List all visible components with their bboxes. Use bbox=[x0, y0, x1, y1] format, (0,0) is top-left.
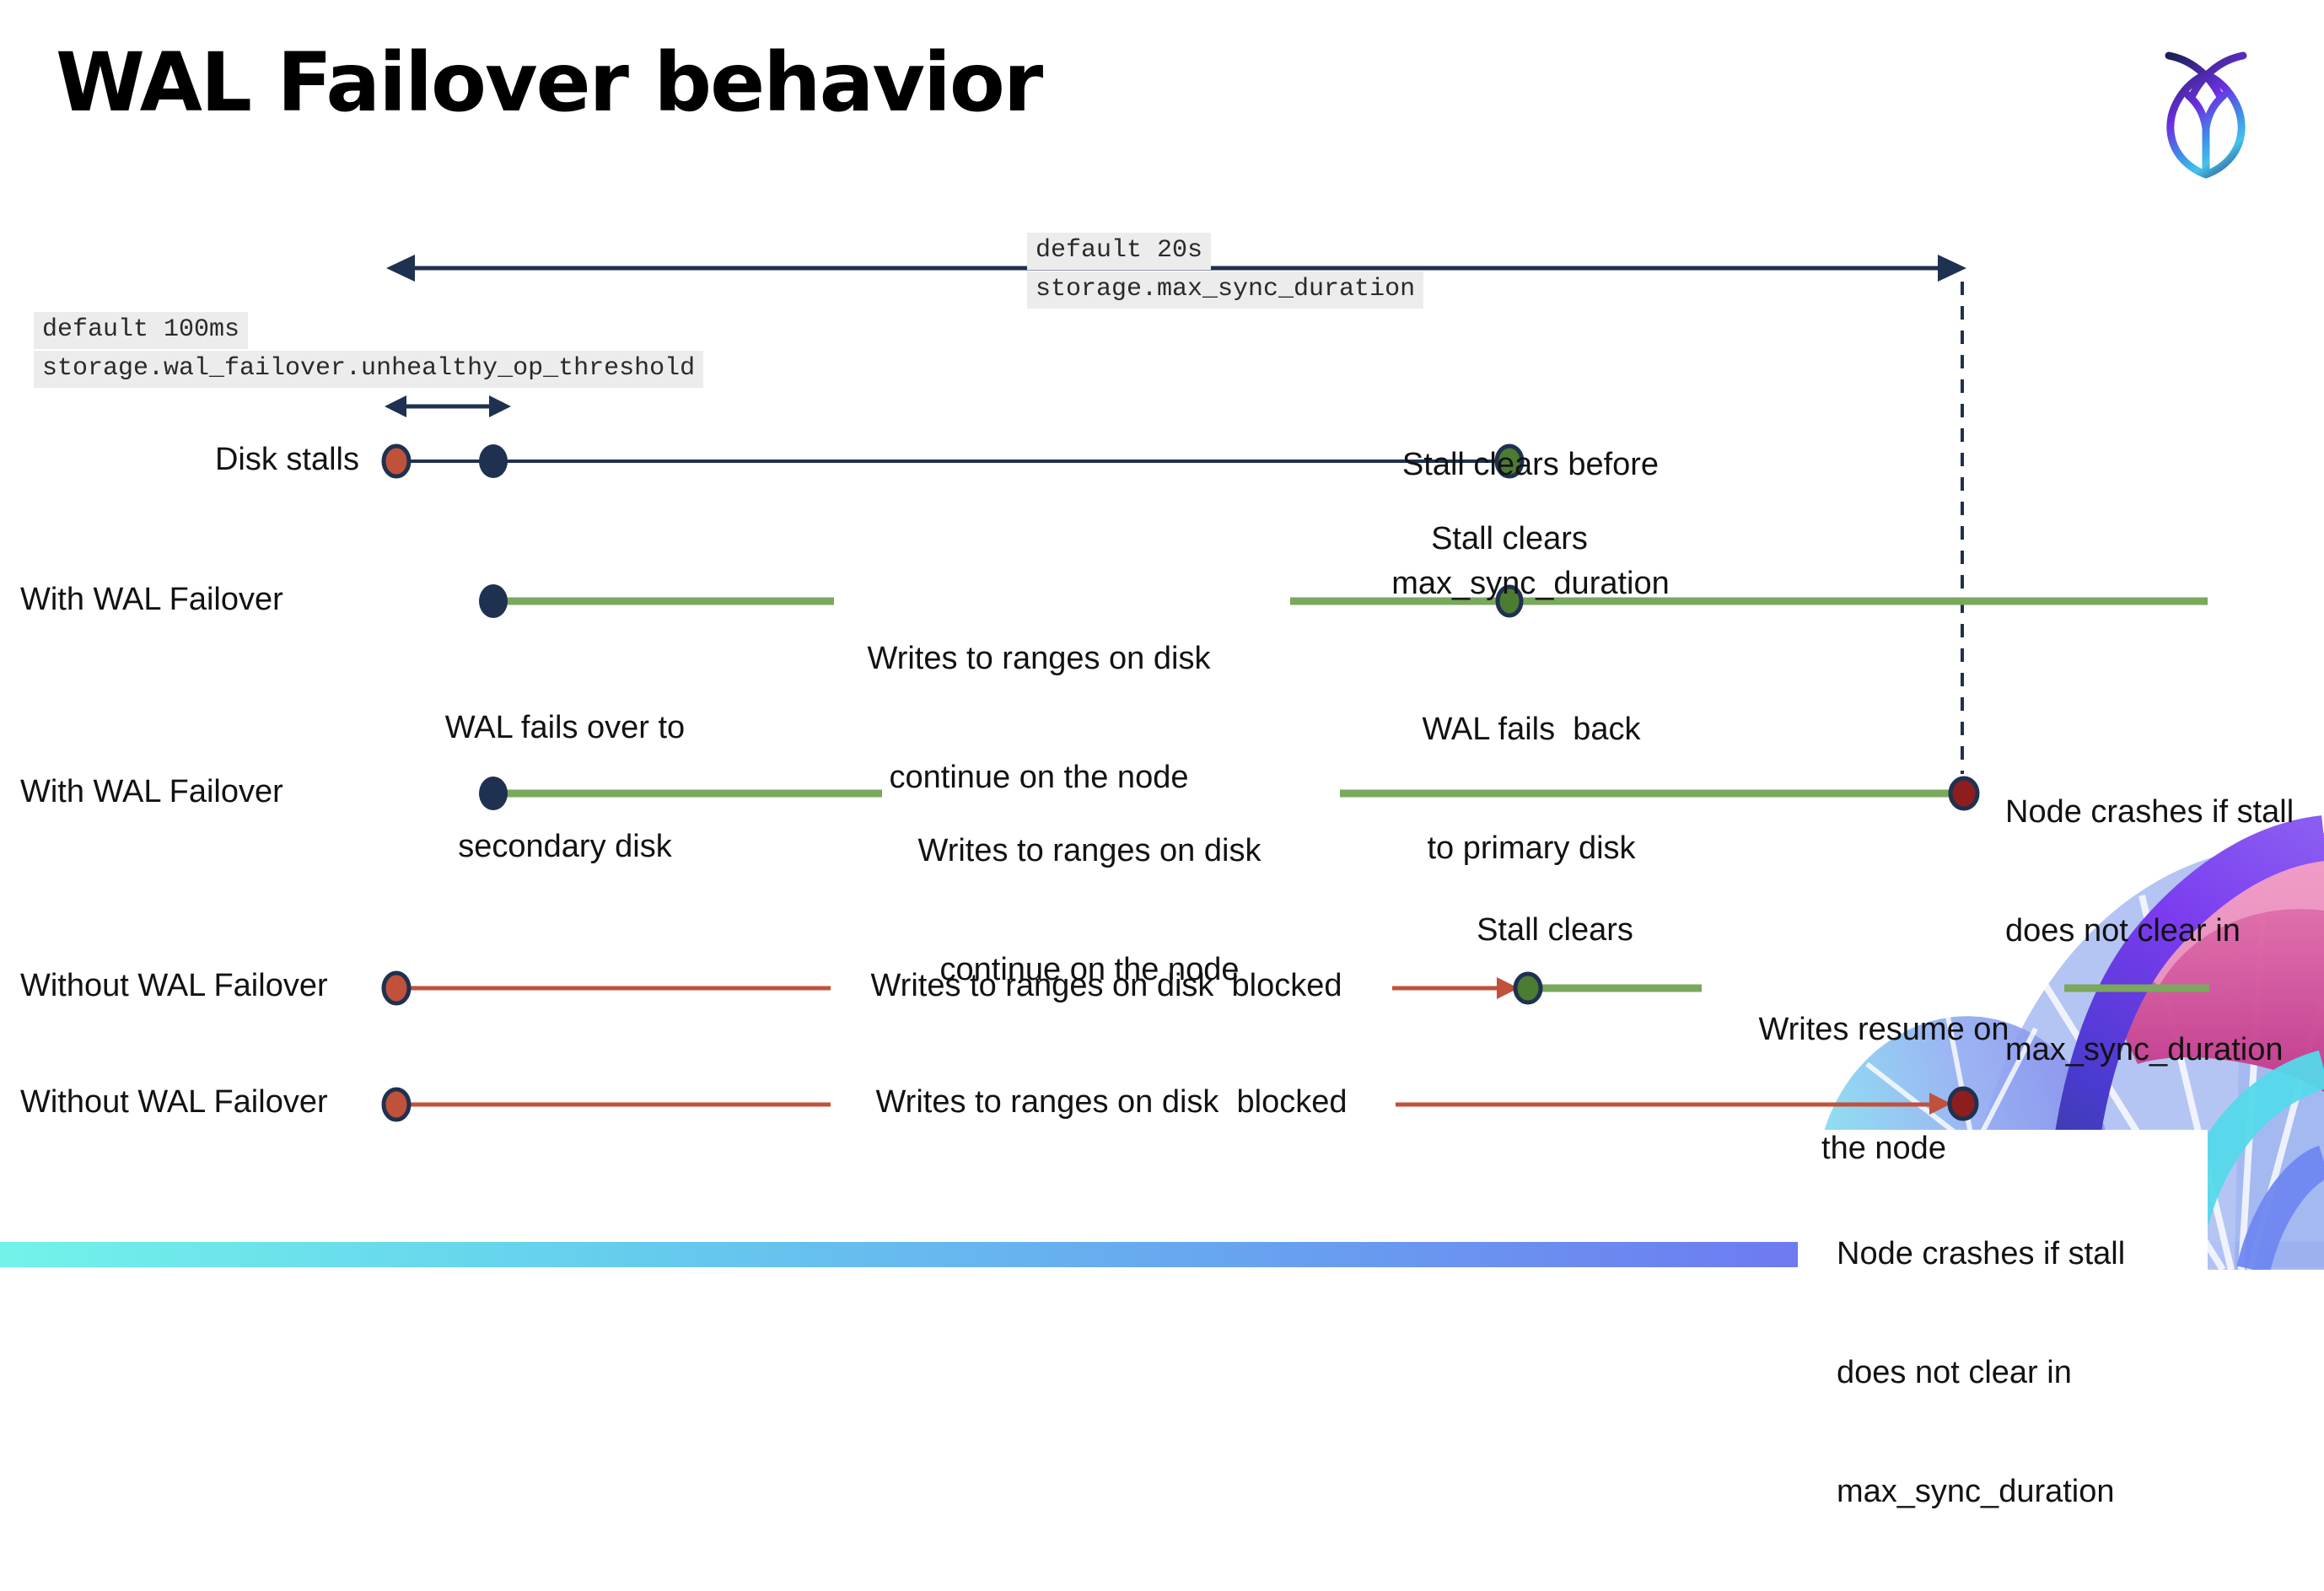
stall-clear-dot bbox=[1495, 584, 1524, 618]
without-failover-2-lines bbox=[396, 1093, 1951, 1115]
note-line: Writes to ranges on disk bbox=[867, 641, 1211, 676]
row-label-with-wal-failover: With WAL Failover bbox=[20, 582, 283, 617]
page-title: WAL Failover behavior bbox=[56, 35, 1043, 130]
note-line: Writes resume on bbox=[1758, 1012, 2009, 1047]
writes-continue-note: Writes to ranges on disk continue on the… bbox=[904, 752, 1275, 1029]
row-label-with-wal-failover: With WAL Failover bbox=[20, 774, 283, 809]
note-line: to primary disk bbox=[1427, 830, 1636, 866]
crash-note-line: Node crashes if stall bbox=[1837, 1236, 2126, 1271]
note-line: WAL fails back bbox=[1422, 712, 1641, 747]
config-default-value: default 100ms bbox=[34, 312, 249, 349]
note-line: Node crashes if stall bbox=[2005, 794, 2294, 830]
writes-blocked-note: Writes to ranges on disk blocked bbox=[870, 968, 1342, 1003]
note-line: WAL fails over to bbox=[444, 710, 686, 745]
note-line: max_sync_duration bbox=[1391, 566, 1670, 601]
stall-clears-note: Stall clears bbox=[1477, 912, 1633, 948]
node-crash-note: Node crashes if stall does not clear in … bbox=[2005, 713, 2324, 1110]
writes-blocked-note: Writes to ranges on disk blocked bbox=[875, 1084, 1348, 1120]
note-line: does not clear in bbox=[2005, 913, 2241, 949]
row-label-disk-stalls: Disk stalls bbox=[214, 442, 359, 477]
config-setting-name: storage.wal_failover.unhealthy_op_thresh… bbox=[34, 351, 704, 388]
row-label-without-wal-failover: Without WAL Failover bbox=[20, 968, 328, 1003]
max-sync-config-label: default 20s storage.max_sync_duration bbox=[1027, 233, 1424, 310]
threshold-config-label: default 100ms storage.wal_failover.unhea… bbox=[34, 312, 704, 390]
node-crash-dot bbox=[1947, 1086, 1979, 1121]
stall-start-dot bbox=[381, 1087, 412, 1122]
threshold-arrow bbox=[385, 395, 511, 417]
row-label-without-wal-failover: Without WAL Failover bbox=[20, 1084, 328, 1120]
failover-trigger-dot bbox=[479, 444, 508, 478]
stall-clear-dot bbox=[1513, 971, 1543, 1005]
cockroachdb-logo-icon bbox=[2165, 51, 2247, 179]
event-dots bbox=[381, 443, 1980, 1122]
stall-clear-dot bbox=[1494, 443, 1525, 479]
wal-failover-note: WAL fails over to secondary disk bbox=[396, 629, 734, 906]
stall-start-dot bbox=[381, 443, 412, 479]
stall-start-dot bbox=[381, 970, 412, 1006]
crash-note-line: does not clear in bbox=[1837, 1355, 2072, 1390]
writes-resume-note: Writes resume on the node bbox=[1715, 931, 2052, 1208]
stall-clears-before-note: Stall clears before max_sync_duration bbox=[1353, 366, 1708, 643]
note-line: max_sync_duration bbox=[2005, 1032, 2284, 1067]
without-failover-1-lines bbox=[396, 977, 2209, 999]
note-line: continue on the node bbox=[939, 952, 1240, 987]
note-line: Stall clears before bbox=[1401, 447, 1660, 482]
note-line: Writes to ranges on disk bbox=[917, 833, 1262, 868]
config-default-value: default 20s bbox=[1027, 233, 1212, 270]
note-line: secondary disk bbox=[458, 829, 672, 864]
node-crash-dot bbox=[1948, 776, 1980, 811]
config-setting-name: storage.max_sync_duration bbox=[1027, 271, 1424, 309]
note-line: continue on the node bbox=[889, 760, 1189, 795]
stall-clears-note: Stall clears bbox=[1431, 521, 1588, 556]
writes-continue-note: Writes to ranges on disk continue on the… bbox=[853, 560, 1224, 837]
diagram-lines bbox=[385, 255, 2209, 1115]
failover-dot bbox=[479, 584, 508, 618]
wal-failback-note: WAL fails back to primary disk bbox=[1363, 631, 1700, 908]
note-line: the node bbox=[1821, 1131, 1946, 1166]
crash-note-line: max_sync_duration bbox=[1837, 1474, 2115, 1509]
failover-dot bbox=[479, 777, 508, 810]
